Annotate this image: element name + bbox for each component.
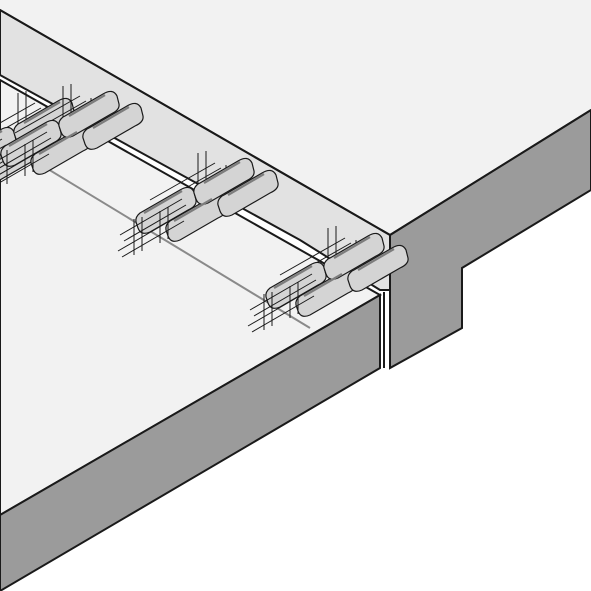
near-slab-side-face: [0, 293, 381, 591]
far-slab-top: [0, 0, 591, 235]
joint-line: [0, 139, 311, 329]
far-slab-side-face: [389, 108, 591, 370]
far-slab-edge: [0, 9, 591, 237]
